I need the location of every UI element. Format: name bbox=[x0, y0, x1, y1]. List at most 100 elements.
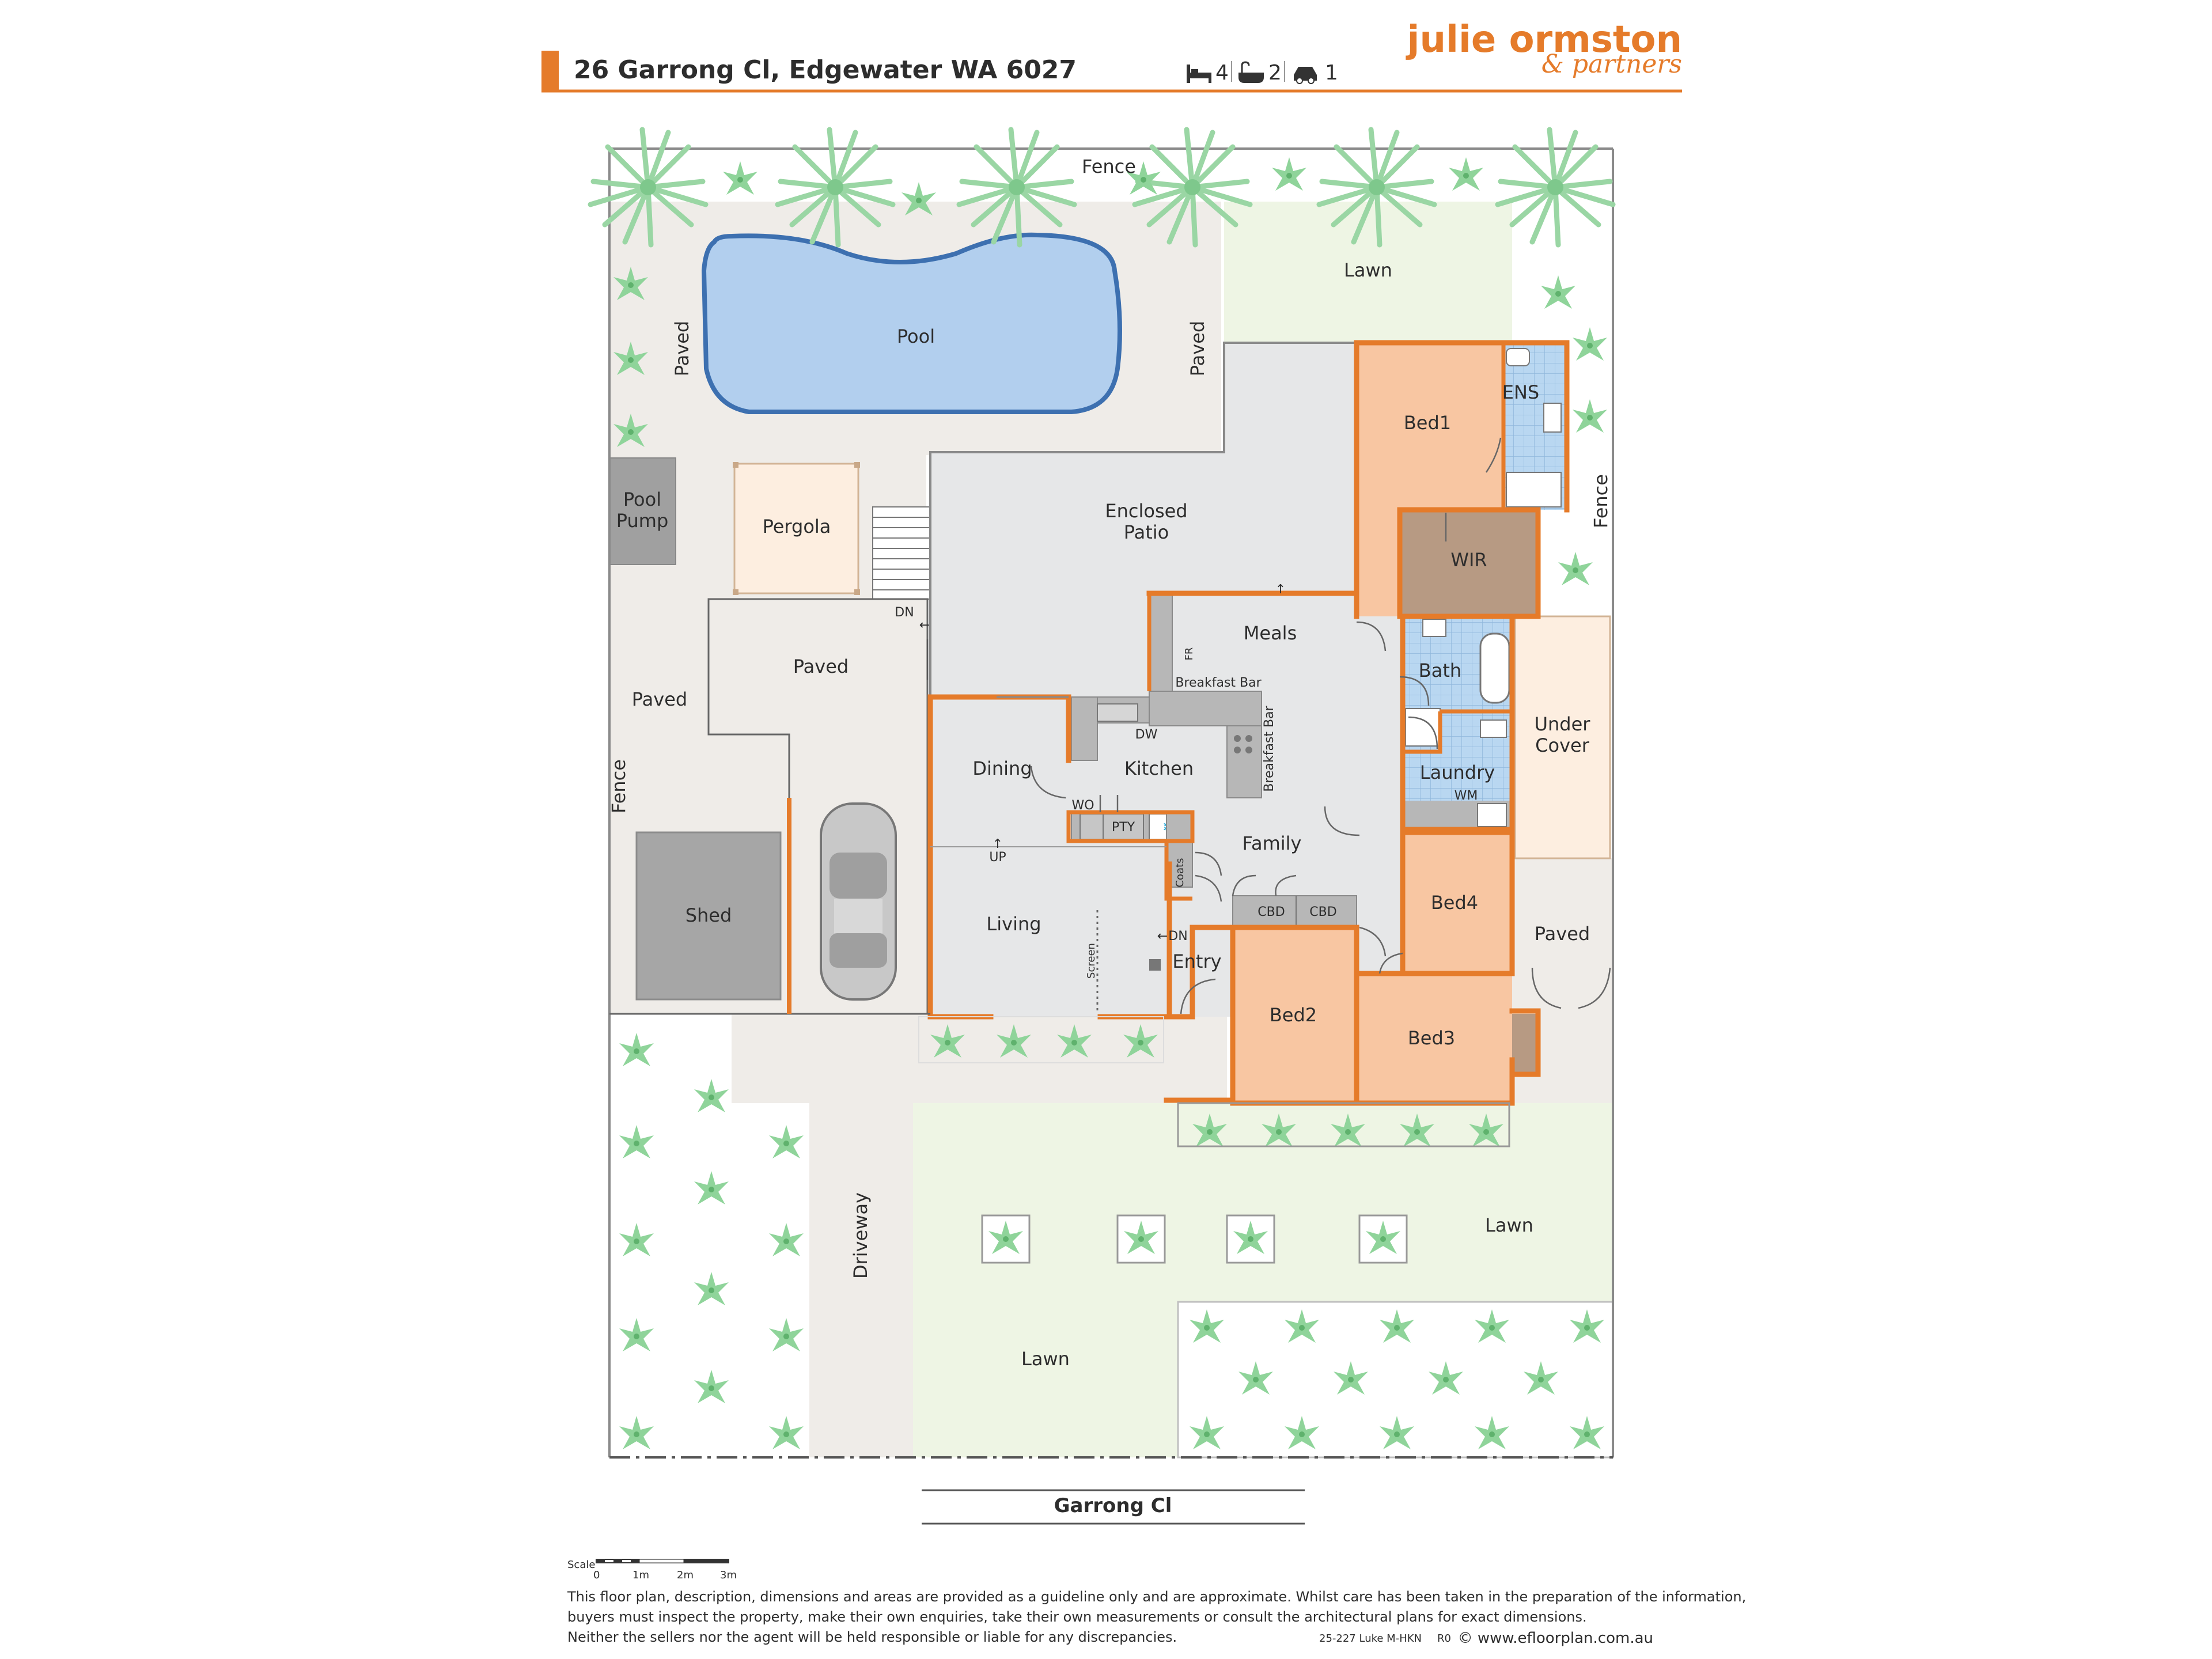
pool-label: Pool bbox=[897, 325, 935, 347]
screen-label: Screen bbox=[1085, 943, 1097, 979]
vanity-ens bbox=[1543, 403, 1562, 433]
pty-label: PTY bbox=[1112, 820, 1135, 835]
enclosed-patio bbox=[930, 343, 1357, 697]
doors bbox=[926, 437, 1611, 1014]
plan-code: 25-227 Luke M-HKN bbox=[1319, 1633, 1422, 1645]
street-name: Garrong Cl bbox=[1054, 1494, 1172, 1517]
scale-bar: Scale 0 1m 2m 3m bbox=[567, 1559, 737, 1581]
labels: Fence Lawn Pool Paved Paved Pool Pump Pe… bbox=[608, 156, 1612, 1370]
car-icon bbox=[1294, 67, 1317, 84]
breakfast-bar-side bbox=[1226, 725, 1262, 798]
toilet-ens bbox=[1506, 348, 1530, 366]
arrow-up-icon: ↑ bbox=[1275, 582, 1286, 597]
living-label: Living bbox=[986, 913, 1041, 935]
breakfast-bar-label: Breakfast Bar bbox=[1175, 676, 1262, 690]
brand-name: julie ormston bbox=[1406, 18, 1683, 61]
planter-boxes bbox=[981, 1214, 1408, 1264]
pool-pump-label-2: Pump bbox=[616, 510, 669, 532]
laundry-label: Laundry bbox=[1420, 762, 1495, 783]
entry-label: Entry bbox=[1172, 950, 1221, 972]
under-cover bbox=[1514, 615, 1611, 859]
bed3-label: Bed3 bbox=[1408, 1027, 1455, 1049]
wo-label: WO bbox=[1071, 798, 1094, 813]
entry-dn-label: DN bbox=[1168, 929, 1187, 944]
bed2-label: Bed2 bbox=[1270, 1004, 1317, 1026]
cbd-2-label: CBD bbox=[1309, 905, 1336, 919]
fence-left-label: Fence bbox=[608, 759, 630, 813]
laundry-trough bbox=[1477, 803, 1507, 827]
car-icon-carport bbox=[820, 802, 897, 1001]
footer: This floor plan, description, dimensions… bbox=[567, 1589, 1746, 1647]
bed-icon bbox=[1187, 65, 1211, 83]
toilet-bath bbox=[1480, 719, 1507, 738]
bathtub bbox=[1479, 632, 1510, 704]
brand-subtitle: & partners bbox=[1541, 50, 1682, 79]
shower-bath bbox=[1405, 708, 1441, 747]
bath-label: Bath bbox=[1419, 660, 1461, 681]
arrow-up-icon: ↑ bbox=[993, 837, 1003, 851]
fr-label: FR bbox=[1183, 647, 1195, 661]
paved-east-label: Paved bbox=[1535, 923, 1590, 945]
wm-label: WM bbox=[1455, 789, 1478, 803]
bath-icon bbox=[1238, 61, 1264, 83]
dw-label: DW bbox=[1135, 728, 1158, 742]
stairs-dn-label: DN bbox=[895, 605, 914, 620]
palm-tree-icon bbox=[1498, 130, 1613, 245]
pergola bbox=[733, 463, 859, 594]
under-cover-label-2: Cover bbox=[1535, 734, 1590, 756]
street: Garrong Cl bbox=[922, 1489, 1305, 1525]
website: © www.efloorplan.com.au bbox=[1458, 1630, 1653, 1647]
coats-label: Coats bbox=[1174, 858, 1186, 887]
walls bbox=[927, 340, 1570, 1106]
scale-tick-1m: 1m bbox=[632, 1569, 649, 1581]
header-accent-bar bbox=[541, 51, 559, 91]
disclaimer-line-2: buyers must inspect the property, make t… bbox=[567, 1609, 1587, 1625]
enclosed-patio-label-1: Enclosed bbox=[1105, 500, 1187, 522]
sink bbox=[1097, 703, 1138, 722]
pool-pump-label-1: Pool bbox=[623, 488, 661, 510]
paved-right-label: Paved bbox=[1187, 321, 1209, 376]
cbd-1-label: CBD bbox=[1257, 905, 1285, 919]
header: 26 Garrong Cl, Edgewater WA 6027 4 2 1 j… bbox=[541, 18, 1683, 93]
paved-mid-label: Paved bbox=[793, 656, 849, 677]
wir bbox=[1400, 510, 1538, 616]
dining-label: Dining bbox=[972, 757, 1032, 779]
meals-label: Meals bbox=[1244, 622, 1297, 644]
lawn-top-label: Lawn bbox=[1344, 259, 1392, 281]
scale-tick-3m: 3m bbox=[720, 1569, 737, 1581]
bed1-label: Bed1 bbox=[1404, 412, 1451, 434]
pool bbox=[701, 232, 1122, 414]
shed bbox=[635, 831, 782, 1001]
arrow-left-icon: ← bbox=[1157, 929, 1168, 944]
scale-tick-2m: 2m bbox=[677, 1569, 694, 1581]
cooktop-icon bbox=[1234, 735, 1252, 753]
bed3 bbox=[1357, 974, 1512, 1103]
scale-tick-0: 0 bbox=[593, 1569, 600, 1581]
paved-left-label: Paved bbox=[671, 321, 693, 376]
site: ❄ bbox=[590, 130, 1613, 1459]
disclaimer-line-3: Neither the sellers nor the agent will b… bbox=[567, 1629, 1177, 1645]
revision: R0 bbox=[1437, 1633, 1451, 1645]
vanity-bath bbox=[1422, 619, 1446, 637]
driveway-label: Driveway bbox=[850, 1192, 872, 1279]
wir-label: WIR bbox=[1450, 549, 1487, 571]
family-label: Family bbox=[1243, 832, 1302, 854]
bed4-label: Bed4 bbox=[1431, 892, 1478, 914]
property-address: 26 Garrong Cl, Edgewater WA 6027 bbox=[574, 55, 1077, 85]
lawn-front-left-label: Lawn bbox=[1021, 1348, 1070, 1370]
ens-label: ENS bbox=[1502, 381, 1539, 403]
shed-label: Shed bbox=[685, 904, 732, 926]
paved-front bbox=[732, 1014, 1227, 1103]
lawn-top bbox=[1224, 202, 1512, 343]
bed2 bbox=[1233, 927, 1357, 1103]
fence-right-label: Fence bbox=[1590, 474, 1612, 528]
shower-ens bbox=[1506, 472, 1562, 507]
kitchen-label: Kitchen bbox=[1124, 757, 1194, 779]
pergola-label: Pergola bbox=[763, 516, 831, 537]
baths-count: 2 bbox=[1268, 61, 1282, 85]
linen-cupboards bbox=[1232, 895, 1357, 928]
hallway bbox=[1357, 616, 1403, 968]
disclaimer-line-1: This floor plan, description, dimensions… bbox=[567, 1589, 1746, 1605]
beds-count: 4 bbox=[1215, 61, 1229, 85]
